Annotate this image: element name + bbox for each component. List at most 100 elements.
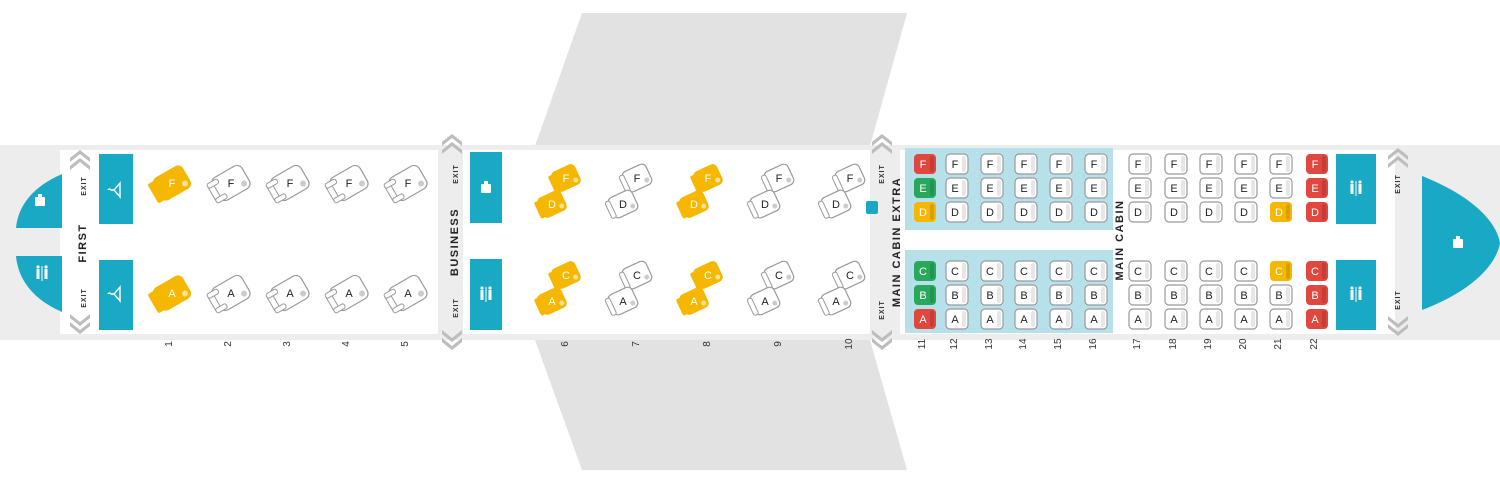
seat-19D[interactable]: D [1199,201,1223,223]
seat-21F[interactable]: F [1269,153,1293,175]
seat-5A[interactable]: A [382,273,429,315]
seat-1A[interactable]: A [146,273,193,315]
seat-11C[interactable]: C [914,261,936,281]
seat-10D[interactable]: D [817,189,853,221]
seat-16A[interactable]: A [1084,308,1108,330]
seat-8C[interactable]: C [689,260,725,292]
seat-20D[interactable]: D [1234,201,1258,223]
seat-22F[interactable]: F [1306,154,1328,174]
seat-13B[interactable]: B [980,284,1004,306]
seat-14B[interactable]: B [1014,284,1038,306]
seat-14F[interactable]: F [1014,153,1038,175]
seat-16F[interactable]: F [1084,153,1108,175]
seat-11A[interactable]: A [914,309,936,329]
seat-6F[interactable]: F [547,163,583,195]
seat-9C[interactable]: C [760,260,796,292]
seat-12F[interactable]: F [945,153,969,175]
seat-12B[interactable]: B [945,284,969,306]
seat-22B[interactable]: B [1306,285,1328,305]
seat-20A[interactable]: A [1234,308,1258,330]
seat-14D[interactable]: D [1014,201,1038,223]
seat-12E[interactable]: E [945,177,969,199]
seat-21B[interactable]: B [1269,284,1293,306]
seat-11D[interactable]: D [914,202,936,222]
seat-2F[interactable]: F [205,163,252,205]
seat-15D[interactable]: D [1049,201,1073,223]
seat-19E[interactable]: E [1199,177,1223,199]
seat-17F[interactable]: F [1128,153,1152,175]
seat-15E[interactable]: E [1049,177,1073,199]
seat-13A[interactable]: A [980,308,1004,330]
seat-13C[interactable]: C [980,260,1004,282]
seat-18F[interactable]: F [1164,153,1188,175]
seat-15C[interactable]: C [1049,260,1073,282]
seat-10A[interactable]: A [817,286,853,318]
seat-22A[interactable]: A [1306,309,1328,329]
seat-17D[interactable]: D [1128,201,1152,223]
seat-1F[interactable]: F [146,163,193,205]
seat-11F[interactable]: F [914,154,936,174]
seat-16D[interactable]: D [1084,201,1108,223]
seat-21A[interactable]: A [1269,308,1293,330]
seat-15F[interactable]: F [1049,153,1073,175]
seat-21D[interactable]: D [1270,202,1292,222]
seat-6D[interactable]: D [533,189,569,221]
seat-19B[interactable]: B [1199,284,1223,306]
seat-18B[interactable]: B [1164,284,1188,306]
seat-19C[interactable]: C [1199,260,1223,282]
seat-17A[interactable]: A [1128,308,1152,330]
seat-14C[interactable]: C [1014,260,1038,282]
seat-9A[interactable]: A [746,286,782,318]
seat-7F[interactable]: F [618,163,654,195]
seat-9F[interactable]: F [760,163,796,195]
seat-21E[interactable]: E [1269,177,1293,199]
seat-11B[interactable]: B [914,285,936,305]
seat-20F[interactable]: F [1234,153,1258,175]
seat-10F[interactable]: F [831,163,867,195]
seat-16E[interactable]: E [1084,177,1108,199]
seat-11E[interactable]: E [914,178,936,198]
seat-12A[interactable]: A [945,308,969,330]
seat-4F[interactable]: F [323,163,370,205]
seat-3F[interactable]: F [264,163,311,205]
seat-10C[interactable]: C [831,260,867,292]
seat-16B[interactable]: B [1084,284,1108,306]
seat-6A[interactable]: A [533,286,569,318]
seat-8F[interactable]: F [689,163,725,195]
seat-13D[interactable]: D [980,201,1004,223]
seat-20C[interactable]: C [1234,260,1258,282]
seat-2A[interactable]: A [205,273,252,315]
seat-14E[interactable]: E [1014,177,1038,199]
seat-17C[interactable]: C [1128,260,1152,282]
seat-9D[interactable]: D [746,189,782,221]
seat-20E[interactable]: E [1234,177,1258,199]
seat-18A[interactable]: A [1164,308,1188,330]
seat-22C[interactable]: C [1306,261,1328,281]
seat-6C[interactable]: C [547,260,583,292]
seat-12C[interactable]: C [945,260,969,282]
seat-14A[interactable]: A [1014,308,1038,330]
seat-3A[interactable]: A [264,273,311,315]
seat-20B[interactable]: B [1234,284,1258,306]
seat-17E[interactable]: E [1128,177,1152,199]
seat-19A[interactable]: A [1199,308,1223,330]
seat-18E[interactable]: E [1164,177,1188,199]
seat-5F[interactable]: F [382,163,429,205]
seat-15B[interactable]: B [1049,284,1073,306]
seat-8A[interactable]: A [675,286,711,318]
seat-22D[interactable]: D [1306,202,1328,222]
seat-12D[interactable]: D [945,201,969,223]
seat-15A[interactable]: A [1049,308,1073,330]
seat-7D[interactable]: D [604,189,640,221]
seat-22E[interactable]: E [1306,178,1328,198]
seat-21C[interactable]: C [1270,261,1292,281]
seat-17B[interactable]: B [1128,284,1152,306]
seat-13E[interactable]: E [980,177,1004,199]
seat-4A[interactable]: A [323,273,370,315]
seat-7A[interactable]: A [604,286,640,318]
seat-18C[interactable]: C [1164,260,1188,282]
seat-16C[interactable]: C [1084,260,1108,282]
seat-19F[interactable]: F [1199,153,1223,175]
seat-18D[interactable]: D [1164,201,1188,223]
seat-13F[interactable]: F [980,153,1004,175]
